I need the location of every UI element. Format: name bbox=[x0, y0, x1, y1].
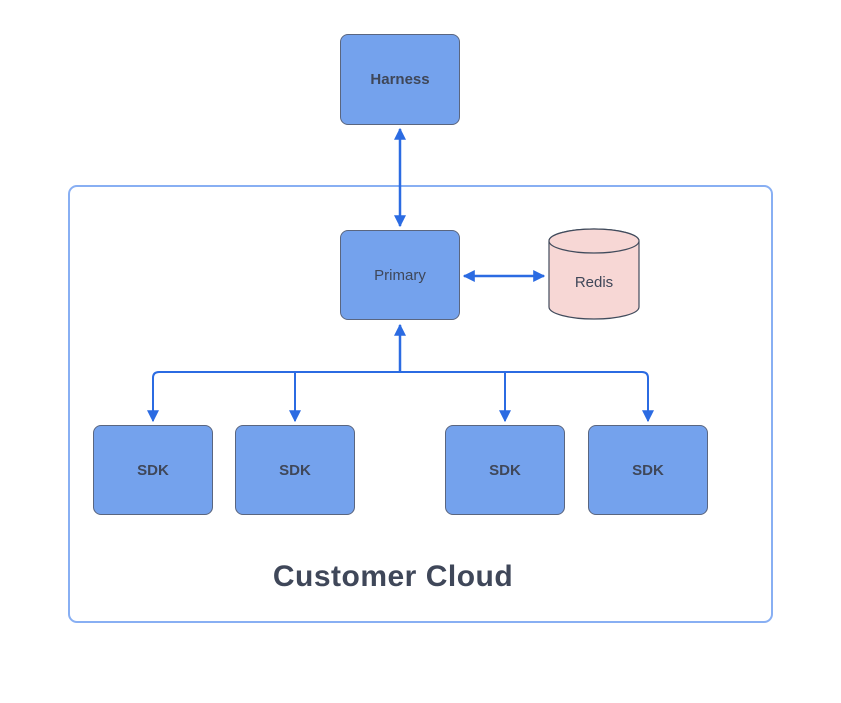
node-primary-label: Primary bbox=[374, 266, 426, 284]
customer-cloud-container[interactable] bbox=[68, 185, 773, 623]
node-sdk2-label: SDK bbox=[279, 461, 311, 479]
customer-cloud-label: Customer Cloud bbox=[272, 560, 514, 593]
node-harness[interactable]: Harness bbox=[340, 34, 460, 125]
cylinder-shape bbox=[548, 228, 640, 320]
node-harness-label: Harness bbox=[370, 71, 430, 88]
node-primary[interactable]: Primary bbox=[340, 230, 460, 320]
node-sdk3[interactable]: SDK bbox=[445, 425, 565, 515]
node-sdk4-label: SDK bbox=[632, 461, 664, 479]
node-redis[interactable]: Redis bbox=[548, 228, 640, 320]
node-sdk3-label: SDK bbox=[489, 461, 521, 479]
node-sdk1-label: SDK bbox=[137, 461, 169, 479]
node-sdk4[interactable]: SDK bbox=[588, 425, 708, 515]
connector-rail-sdk1-sdk4[interactable] bbox=[147, 371, 654, 423]
node-sdk2[interactable]: SDK bbox=[235, 425, 355, 515]
node-redis-label: Redis bbox=[574, 273, 614, 291]
node-sdk1[interactable]: SDK bbox=[93, 425, 213, 515]
